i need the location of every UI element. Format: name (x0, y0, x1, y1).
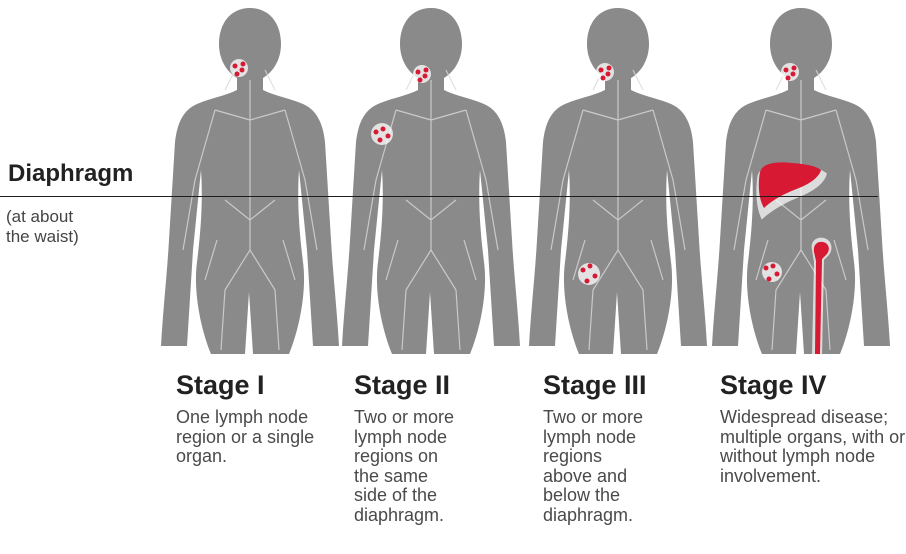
body-silhouette-icon (336, 0, 526, 360)
stage-3-description: Two or more lymph node regions above and… (543, 408, 653, 525)
involved-lymph-nodes-groin (762, 262, 782, 282)
stage-2-description: Two or more lymph node regions on the sa… (354, 408, 464, 525)
body-silhouette-icon (523, 0, 713, 360)
involved-lymph-nodes-groin (578, 263, 600, 285)
involved-lymph-nodes-neck (230, 59, 248, 77)
stage-1-description: One lymph node region or a single organ. (176, 408, 316, 467)
stage-3-figure (523, 0, 713, 360)
diaphragm-label: Diaphragm (8, 160, 133, 188)
body-silhouette-icon (706, 0, 896, 360)
stage-4-description: Widespread disease; multiple organs, wit… (720, 408, 906, 486)
stage-2-figure (336, 0, 526, 360)
stage-3-title: Stage III (543, 370, 647, 401)
involved-lymph-nodes-neck (781, 63, 799, 81)
body-silhouette-icon (155, 0, 345, 360)
stage-4-figure (706, 0, 896, 360)
diaphragm-note: (at about the waist) (6, 207, 96, 247)
stage-4-title: Stage IV (720, 370, 827, 401)
involved-lymph-nodes-neck (596, 63, 614, 81)
stage-2-title: Stage II (354, 370, 450, 401)
involved-lymph-nodes-armpit (371, 123, 393, 145)
diaphragm-line (0, 196, 878, 197)
stage-1-title: Stage I (176, 370, 265, 401)
involved-lymph-nodes-neck (413, 65, 431, 83)
stage-1-figure (155, 0, 345, 360)
